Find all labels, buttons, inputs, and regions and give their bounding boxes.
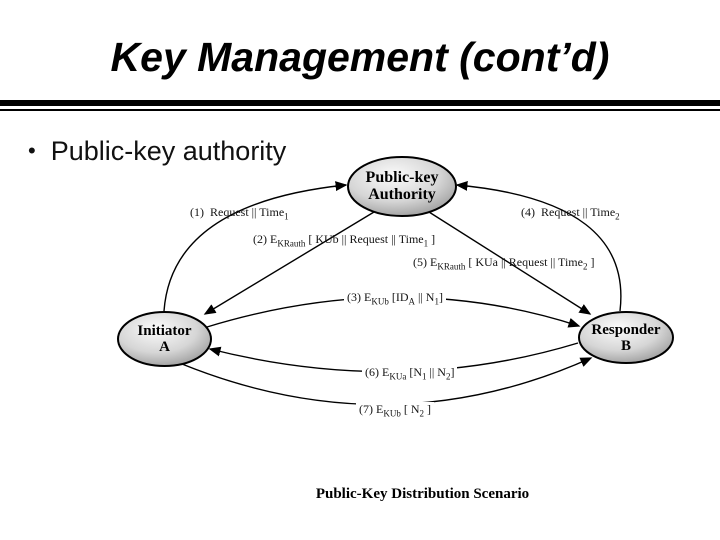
message-label-4: (4) Request || Time2 [521,205,620,222]
message-label-7: (7) EKUb [ N2 ] [356,402,434,418]
responder-label-line2: B [620,338,631,354]
message-label-1: (1) Request || Time1 [190,205,289,222]
initiator-label-line1: Initiator [137,323,192,339]
authority-label-line1: Public-key [365,169,439,186]
authority-label-line2: Authority [368,186,436,203]
title-divider-thin [0,109,720,111]
initiator-a-node [117,311,212,367]
public-key-authority-label: Public-key Authority [342,169,462,203]
arrow-4-responder-to-authority [455,180,622,312]
message-label-5: (5) EKRauth [ KUa || Request || Time2 ] [413,255,595,272]
bullet-icon: • [28,138,36,163]
message-label-6: (6) EKUa [N1 || N2] [362,365,458,381]
arrow-5-authority-to-responder [428,211,592,315]
slide-title: Key Management (cont’d) [110,34,610,80]
arrow-1-initiator-to-authority [163,181,348,312]
responder-b-label: Responder B [576,322,676,354]
initiator-label-line2: A [159,339,170,355]
diagram-caption: Public-Key Distribution Scenario [315,486,530,502]
responder-label-line1: Responder [591,322,661,338]
responder-b-node [578,311,674,364]
title-divider-thick [0,100,720,106]
bullet-text: Public-key authority [50,136,287,166]
arrow-2-authority-to-initiator [203,211,375,315]
message-label-2: (2) EKRauth [ KUb || Request || Time1 ] [253,232,436,249]
message-label-3: (3) EKUb [IDA || N1] [344,290,446,306]
public-key-authority-node [347,156,457,217]
initiator-a-label: Initiator A [114,323,215,355]
bullet-item: • Public-key authority [28,136,286,167]
